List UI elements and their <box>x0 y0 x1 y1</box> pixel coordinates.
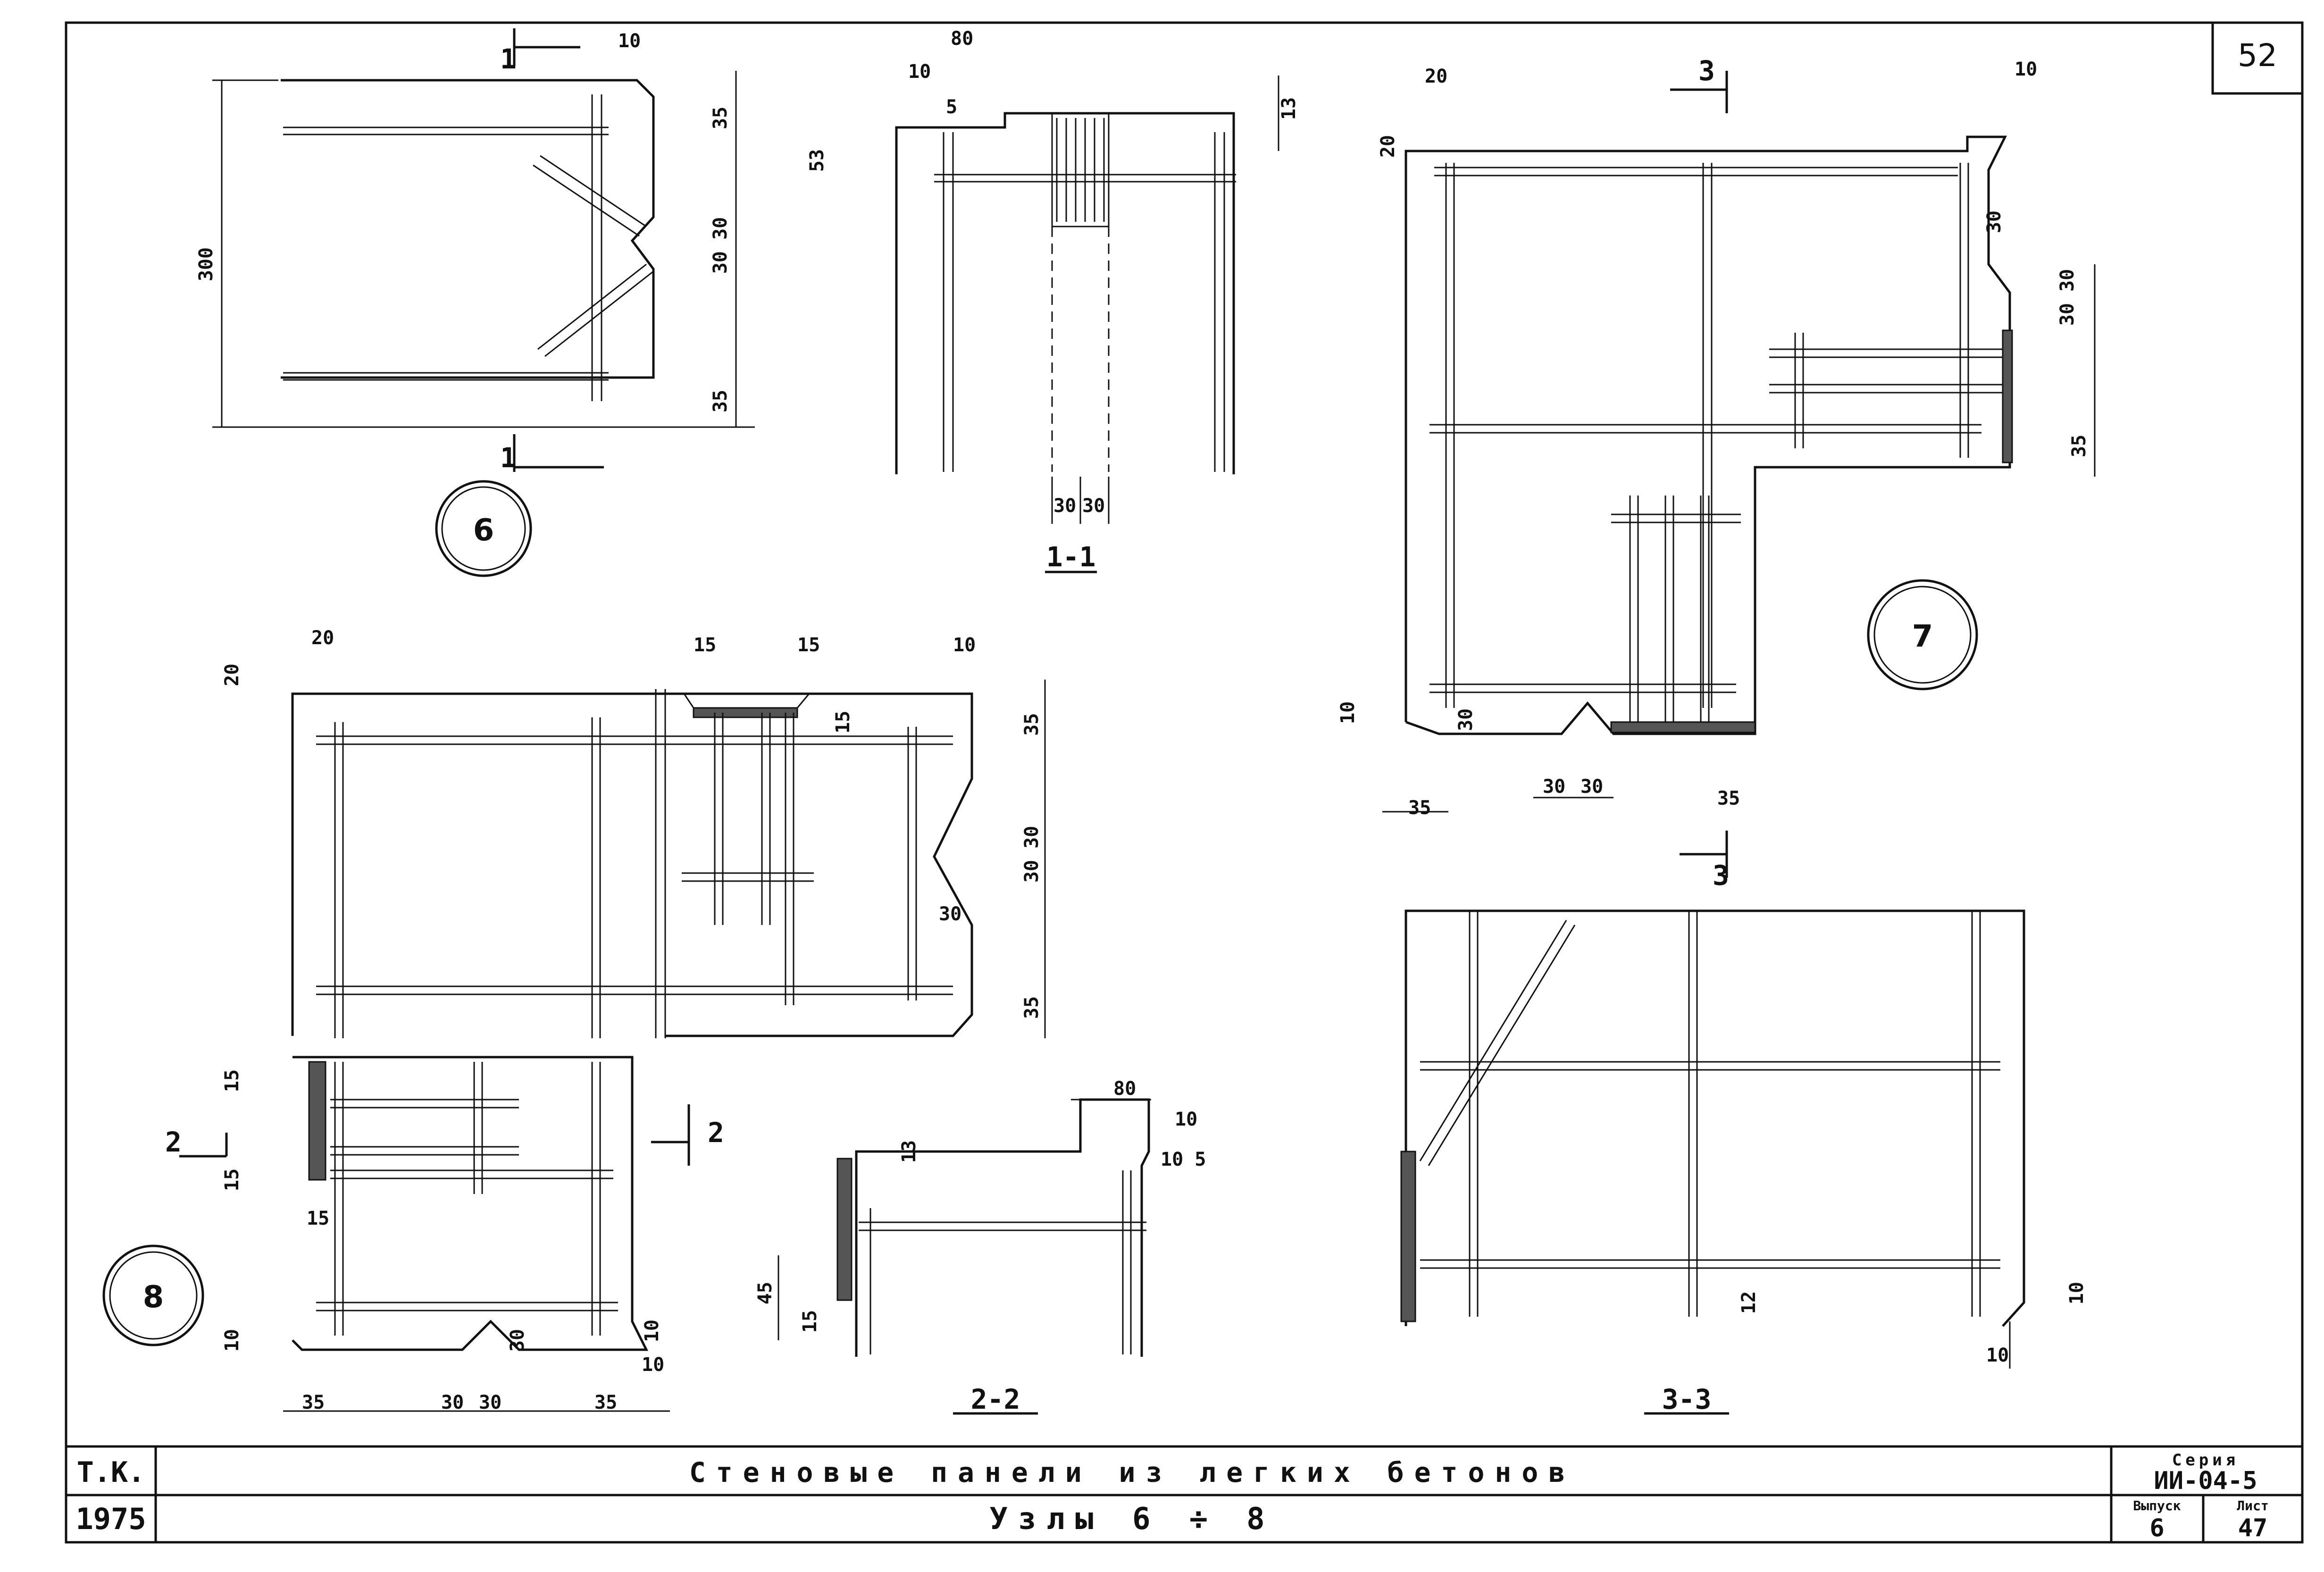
dim-n7-30-left: 30 <box>1455 708 1477 731</box>
dim-n8b-10-r2: 10 <box>642 1354 664 1376</box>
title-block-issue-label: Выпуск <box>2133 1498 2181 1513</box>
dim-n8-15-c: 15 <box>832 711 854 733</box>
sheet-frame <box>65 21 2304 1544</box>
dim-n8-35-top: 35 <box>1021 713 1043 736</box>
dim-n6-35-top: 35 <box>710 107 731 129</box>
section-mark-3-top: 3 <box>1698 55 1715 87</box>
section-1-1-label: 1-1 <box>1046 541 1096 573</box>
title-block-tk: Т.К. <box>77 1456 145 1489</box>
dim-3-3-10-bot: 10 <box>1986 1345 2009 1366</box>
dim-n7-35-bot: 35 <box>1717 788 1740 809</box>
dim-n7-35-right: 35 <box>2068 435 2090 457</box>
dim-1-1-80: 80 <box>951 28 973 50</box>
node-6-detail: 300 35 30 30 35 10 1 1 6 <box>195 28 755 577</box>
node-7-label: 7 <box>1912 619 1933 654</box>
section-3-3: 12 10 10 3-3 <box>1400 909 2088 1415</box>
dim-n8-20-top: 20 <box>311 627 334 649</box>
dim-n8-30-30: 30 30 <box>1021 826 1043 883</box>
section-mark-2-right: 2 <box>708 1117 724 1149</box>
dim-n8b-10-left: 10 <box>221 1329 243 1352</box>
dim-2-2-13: 13 <box>898 1140 920 1163</box>
title-block-series-value: ИИ-04-5 <box>2154 1467 2257 1495</box>
dim-2-2-10: 10 <box>1175 1109 1197 1130</box>
dim-n8b-35-left: 35 <box>302 1392 325 1413</box>
dim-1-1-53: 53 <box>806 149 828 172</box>
dim-n8b-30b: 30 <box>479 1392 502 1413</box>
dim-2-2-10-5: 10 5 <box>1161 1149 1206 1170</box>
dim-1-1-30a: 30 <box>1053 495 1076 517</box>
section-mark-2-left: 2 <box>165 1126 182 1158</box>
dim-n8-15b: 15 <box>797 634 820 656</box>
node-8-plan: 20 20 15 15 15 10 35 30 30 30 35 <box>221 627 1046 1038</box>
dim-n6-10: 10 <box>618 30 641 52</box>
dim-n6-35-bot: 35 <box>710 390 731 412</box>
title-block-series-label: Серия <box>2172 1451 2239 1470</box>
dim-n8b-15-b: 15 <box>221 1168 243 1191</box>
dim-n8b-10-r1: 10 <box>641 1320 663 1342</box>
section-1-1: 30 30 80 10 5 53 13 1-1 <box>806 28 1300 573</box>
dim-n8b-30a: 30 <box>441 1392 464 1413</box>
dim-n7-10: 10 <box>2015 59 2037 80</box>
node-8-detail: 15 15 15 10 35 30 30 30 35 10 10 2 2 8 <box>102 1056 724 1413</box>
dim-n7-10-left: 10 <box>1337 701 1359 724</box>
dim-1-1-10: 10 <box>908 61 931 83</box>
sheet-number-box: 52 <box>2211 21 2304 95</box>
dim-2-2-15: 15 <box>799 1310 821 1333</box>
dim-n8-10-top: 10 <box>953 634 976 656</box>
node-6-label: 6 <box>473 513 494 548</box>
dim-n8-20-left: 20 <box>221 664 243 686</box>
dim-n6-30-30: 30 30 <box>710 217 731 274</box>
title-block-sheet-value: 47 <box>2238 1514 2268 1542</box>
node-7-detail: 20 20 10 30 30 30 35 10 30 35 30 30 35 3… <box>1337 55 2096 891</box>
title-block-year: 1975 <box>75 1502 146 1536</box>
dim-n7-30a: 30 <box>1543 776 1565 798</box>
title-block: Т.К. 1975 Стеновые панели из легких бето… <box>66 1445 2302 1542</box>
node-8-label: 8 <box>143 1280 164 1315</box>
title-block-title-line2: Узлы 6 ÷ 8 <box>989 1502 1275 1537</box>
title-block-title-line1: Стеновые панели из легких бетонов <box>689 1456 1575 1488</box>
section-2-2-label: 2-2 <box>971 1383 1020 1415</box>
title-block-sheet-label: Лист <box>2237 1498 2268 1513</box>
section-2-2: 80 10 10 5 13 45 15 2-2 <box>754 1078 1206 1415</box>
dim-n8b-30-right: 30 <box>507 1329 528 1352</box>
sheet-number: 52 <box>2238 37 2277 74</box>
dim-2-2-45: 45 <box>754 1282 776 1304</box>
dim-1-1-30b: 30 <box>1082 495 1105 517</box>
dim-n8b-35-right: 35 <box>594 1392 617 1413</box>
dim-1-1-5: 5 <box>946 96 957 118</box>
dim-n8-15a: 15 <box>694 634 716 656</box>
dim-300: 300 <box>195 247 217 281</box>
dim-n7-20-left: 20 <box>1377 135 1399 158</box>
dim-n8b-15-c: 15 <box>307 1208 329 1229</box>
section-3-3-label: 3-3 <box>1662 1383 1712 1415</box>
dim-n7-20-top: 20 <box>1425 66 1447 87</box>
dim-n7-30-30: 30 30 <box>2056 269 2078 326</box>
dim-2-2-80: 80 <box>1113 1078 1136 1100</box>
dim-3-3-10-right: 10 <box>2066 1282 2088 1304</box>
dim-n7-35-left: 35 <box>1408 797 1431 819</box>
title-block-issue-value: 6 <box>2149 1514 2164 1542</box>
dim-n8b-15-a: 15 <box>221 1069 243 1092</box>
dim-3-3-12: 12 <box>1738 1291 1760 1314</box>
dim-1-1-13: 13 <box>1278 97 1300 120</box>
dim-n7-30: 30 <box>1983 210 2005 233</box>
dim-n8-30-right: 30 <box>939 903 961 925</box>
dim-n7-30b: 30 <box>1580 776 1603 798</box>
dim-n8-35-bot: 35 <box>1021 996 1043 1019</box>
